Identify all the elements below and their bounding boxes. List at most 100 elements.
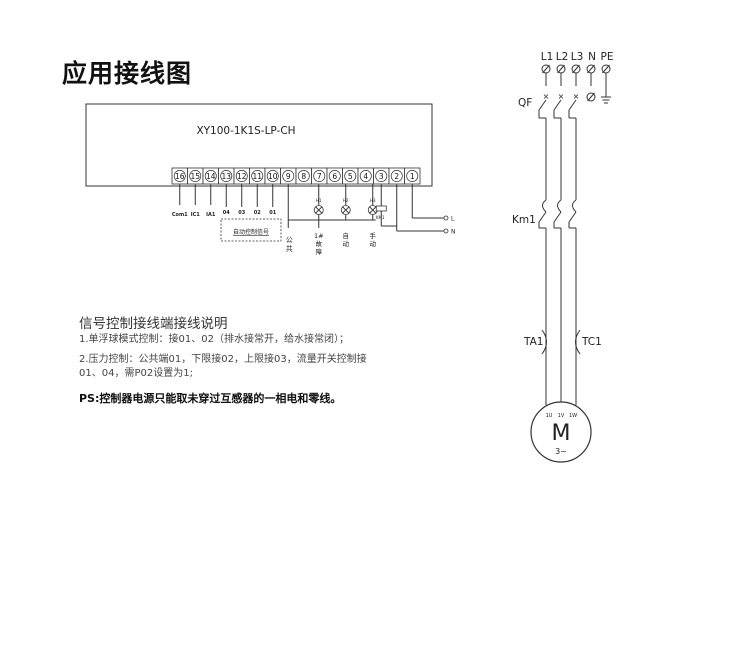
terminal-ring-15 <box>189 170 202 182</box>
notes-item-1: 1.单浮球模式控制：接01、02（排水接常开，给水接常闭）； <box>79 334 349 345</box>
lamp-cross-b-H3 <box>369 206 377 214</box>
motor-symbol: M <box>552 421 571 446</box>
lamp-label-H1-1: 故 <box>316 239 323 248</box>
terminal-ring-5 <box>344 170 357 182</box>
terminal-label-8: 8 <box>301 172 306 181</box>
terminal-ring-6 <box>328 170 341 182</box>
supply-n-label: N <box>451 229 456 236</box>
notes-item-2: 2.压力控制：公共端01，下限接02，上限接03，流量开关控制接 <box>79 354 367 365</box>
coil-km1 <box>375 205 387 212</box>
terminal-label-12: 12 <box>237 172 247 181</box>
terminal-ring-9 <box>282 170 295 182</box>
terminal-ring-8 <box>297 170 310 182</box>
supply-l-label: L <box>451 216 455 223</box>
terminal-ring-13 <box>220 170 233 182</box>
motor-terminal-1V: 1V <box>558 413 565 419</box>
lamp-label-H1-2: 障 <box>316 247 323 256</box>
terminal-label-15: 15 <box>190 172 200 181</box>
common-label-1: 公 <box>286 236 293 244</box>
phase-label-L3: L3 <box>571 51 584 63</box>
phase-terminal-slash-L3 <box>572 64 580 74</box>
breaker-blade-0 <box>538 99 547 111</box>
lamp-label-H3-1: 动 <box>370 240 377 248</box>
signal-label-IA1: IA1 <box>206 212 216 218</box>
lamp-label-H2-0: 自 <box>343 231 350 240</box>
neutral-slash <box>587 92 595 102</box>
terminal-label-2: 2 <box>394 172 399 181</box>
terminal-ring-1 <box>406 170 419 182</box>
supply-n-terminal <box>443 228 449 234</box>
breaker-blade-2 <box>568 99 577 111</box>
ct-right-label: TC1 <box>581 336 602 348</box>
lamp-tag-H1: H1 <box>316 198 322 203</box>
notes-item-2-cont: 01、04，需P02设置为1; <box>79 368 193 379</box>
lamp-cross-b-H1 <box>315 206 323 214</box>
signal-label-01: 01 <box>269 210 276 216</box>
terminal-label-4: 4 <box>363 172 368 181</box>
terminal-label-9: 9 <box>286 172 291 181</box>
phase-label-L2: L2 <box>556 51 569 63</box>
terminal-label-6: 6 <box>332 172 337 181</box>
wiring-notes: 信号控制接线端接线说明 1.单浮球模式控制：接01、02（排水接常开，给水接常闭… <box>79 312 419 406</box>
lamp-label-H2-1: 动 <box>343 240 350 248</box>
contactor-label: Km1 <box>512 214 536 226</box>
phase-terminal-slash-L2 <box>557 64 565 74</box>
contactor-arc-2 <box>572 199 577 213</box>
terminal-label-11: 11 <box>252 172 262 181</box>
signal-label-02: 02 <box>254 210 261 216</box>
terminal-ring-11 <box>251 170 264 182</box>
terminal-ring-16 <box>173 170 186 182</box>
terminal-ring-14 <box>204 170 217 182</box>
phase-label-N: N <box>588 51 596 63</box>
motor <box>530 401 592 463</box>
signal-label-04: 04 <box>223 210 230 216</box>
ct-left-label: TA1 <box>523 336 543 348</box>
contactor-blade-2 <box>568 211 577 223</box>
ct-left-coil <box>541 329 547 355</box>
lamp-label-H3-0: 手 <box>370 231 377 240</box>
terminal-label-13: 13 <box>221 172 231 181</box>
terminal-label-10: 10 <box>268 172 278 181</box>
terminal-label-5: 5 <box>348 172 353 181</box>
terminal-ring-10 <box>266 170 279 182</box>
terminal-ring-12 <box>235 170 248 182</box>
terminal-ring-4 <box>359 170 372 182</box>
signal-label-Com1: Com1 <box>172 212 188 218</box>
lamp-tag-H2: H2 <box>343 198 349 203</box>
breaker-contact-0: × <box>543 92 550 101</box>
contactor-arc-1 <box>557 199 562 213</box>
breaker-contact-1: × <box>558 92 565 101</box>
notes-ps: PS:控制器电源只能取未穿过互感器的一相电和零线。 <box>79 392 342 405</box>
contactor-blade-0 <box>538 211 547 223</box>
terminal-label-14: 14 <box>206 172 216 181</box>
supply-l-terminal <box>443 215 449 221</box>
phase-terminal-slash-N <box>587 64 595 74</box>
terminal-label-3: 3 <box>379 172 384 181</box>
notes-heading: 信号控制接线端接线说明 <box>79 316 228 332</box>
lamp-label-H1-0: 1# <box>314 232 324 240</box>
auto-signal-box <box>220 218 282 242</box>
signal-label-IC1: IC1 <box>191 212 201 218</box>
common-label-2: 共 <box>286 244 293 253</box>
terminal-label-1: 1 <box>410 172 415 181</box>
terminal-ring-3 <box>375 170 388 182</box>
breaker-contact-2: × <box>573 92 580 101</box>
phase-terminal-slash-L1 <box>542 64 550 74</box>
terminal-ring-2 <box>390 170 403 182</box>
breaker-label: QF <box>518 97 532 109</box>
motor-terminal-1W: 1W <box>569 413 577 419</box>
signal-label-03: 03 <box>238 210 245 216</box>
ct-right-coil <box>575 329 581 355</box>
phase-terminal-slash-PE <box>602 64 610 74</box>
phase-label-L1: L1 <box>541 51 554 63</box>
phase-label-PE: PE <box>601 51 614 63</box>
controller-box <box>85 103 433 187</box>
lamp-cross-b-H2 <box>342 206 350 214</box>
breaker-blade-1 <box>553 99 562 111</box>
contactor-blade-1 <box>553 211 562 223</box>
